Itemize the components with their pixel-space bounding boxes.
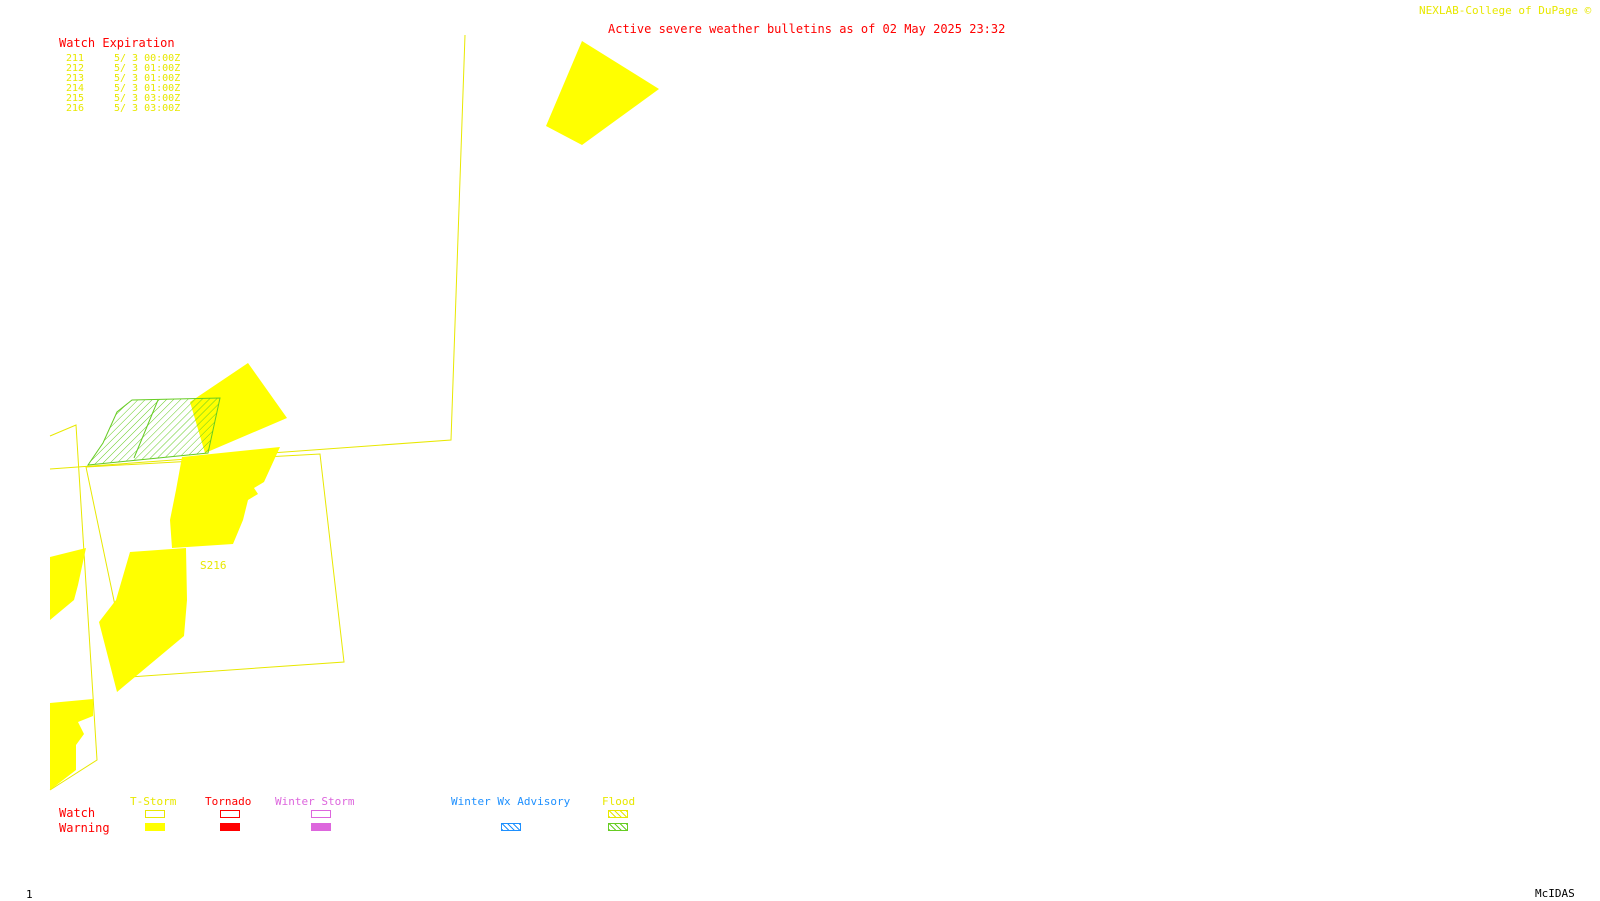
tstorm-warning-polygon [99, 548, 187, 692]
watch-id: 211 [66, 53, 85, 64]
watch-expiration-time: 5/ 3 01:00Z [114, 83, 181, 94]
legend-winter-advisory-swatch [501, 823, 521, 831]
legend-winter-advisory-label: Winter Wx Advisory [451, 795, 571, 808]
tstorm-warning-polygon [50, 548, 86, 620]
watch-expiration-row: 212 5/ 3 01:00Z [66, 64, 180, 74]
watch-expiration-time: 5/ 3 03:00Z [114, 93, 181, 104]
legend-flood-label: Flood [602, 795, 636, 808]
bulletin-title: Active severe weather bulletins as of 02… [608, 22, 1006, 36]
flood-warning-divider [133, 399, 159, 459]
frame-number: 1 [26, 888, 33, 901]
credit-label: NEXLAB-College of DuPage © [1419, 4, 1592, 17]
watch-id: 213 [66, 73, 85, 84]
watch-id: 216 [66, 103, 85, 114]
watch-expiration-title: Watch Expiration [59, 36, 175, 50]
watch-id: 214 [66, 83, 85, 94]
flood-warning-polygon [86, 397, 221, 466]
legend-winter-storm-watch-swatch [311, 810, 331, 818]
watch-expiration-row: 213 5/ 3 01:00Z [66, 74, 180, 84]
legend-watch-row-label: Watch [59, 806, 96, 820]
watch-expiration-row: 216 5/ 3 03:00Z [66, 104, 180, 114]
watch-expiration-row: 214 5/ 3 01:00Z [66, 84, 180, 94]
legend-warning-row-label: Warning [59, 821, 110, 835]
watch-expiration-time: 5/ 3 01:00Z [114, 73, 181, 84]
legend-tornado-warning-swatch [220, 823, 240, 831]
watch-expiration-row: 215 5/ 3 03:00Z [66, 94, 180, 104]
legend-winter-storm-warning-swatch [311, 823, 331, 831]
tstorm-warning-polygon [50, 699, 93, 790]
tstorm-warning-polygon [170, 447, 280, 548]
legend-tornado-watch-swatch [220, 810, 240, 818]
legend-tstorm-warning-swatch [145, 823, 165, 831]
legend-flood-watch-swatch [608, 810, 628, 818]
tstorm-warning-polygon [546, 41, 659, 145]
legend-winter-storm-label: Winter Storm [275, 795, 355, 808]
watch-expiration-list: 211 5/ 3 00:00Z 212 5/ 3 01:00Z 213 5/ 3 01:0… [66, 54, 180, 114]
watch-expiration-time: 5/ 3 03:00Z [114, 103, 181, 114]
watch-expiration-time: 5/ 3 00:00Z [114, 53, 181, 64]
watch-expiration-time: 5/ 3 01:00Z [114, 63, 181, 74]
legend-tornado-label: Tornado [205, 795, 252, 808]
tstorm-warning-polygon [190, 363, 287, 453]
watch-id: 215 [66, 93, 85, 104]
legend-tstorm-watch-swatch [145, 810, 165, 818]
legend-tstorm-label: T-Storm [130, 795, 177, 808]
watch-id: 212 [66, 63, 85, 74]
watch-label-s216: S216 [200, 559, 227, 572]
software-label: McIDAS [1535, 887, 1575, 900]
watch-outline-west [49, 424, 98, 791]
watch-expiration-row: 211 5/ 3 00:00Z [66, 54, 180, 64]
legend-flood-warning-swatch [608, 823, 628, 831]
